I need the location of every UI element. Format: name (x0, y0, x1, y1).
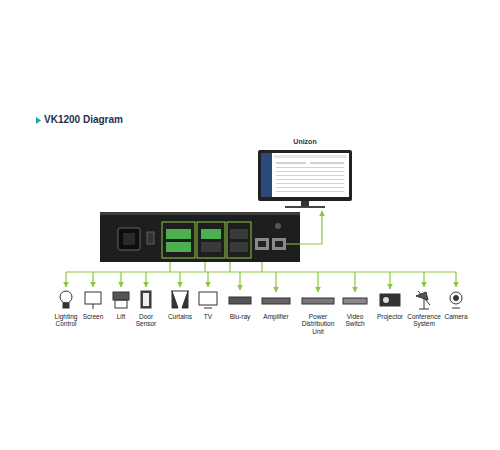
device-label: Lift (110, 313, 132, 320)
diagram-title: VK1200 Diagram (44, 114, 123, 125)
device-label: Door Sensor (134, 313, 158, 328)
device-label: Camera (441, 313, 471, 320)
device-label: Screen (80, 313, 106, 320)
device-label: TV (197, 313, 219, 320)
monitor-screen: Unizon (256, 150, 354, 201)
device-label: Video Switch (341, 313, 369, 328)
vk1200-device (100, 212, 300, 262)
device-icons (60, 291, 462, 309)
device-label: Curtains (165, 313, 195, 320)
device-label: Power Distribution Unit (296, 313, 340, 335)
monitor (258, 150, 352, 208)
monitor-heading: Unizon (256, 138, 354, 145)
device-label: Projector (374, 313, 406, 320)
wires (66, 211, 456, 292)
device-label: Blu-ray (226, 313, 254, 320)
title-marker (36, 117, 41, 124)
device-label: Amplifier (259, 313, 293, 320)
device-label: Conference System (406, 313, 442, 328)
device-label: Lighting Control (50, 313, 82, 328)
